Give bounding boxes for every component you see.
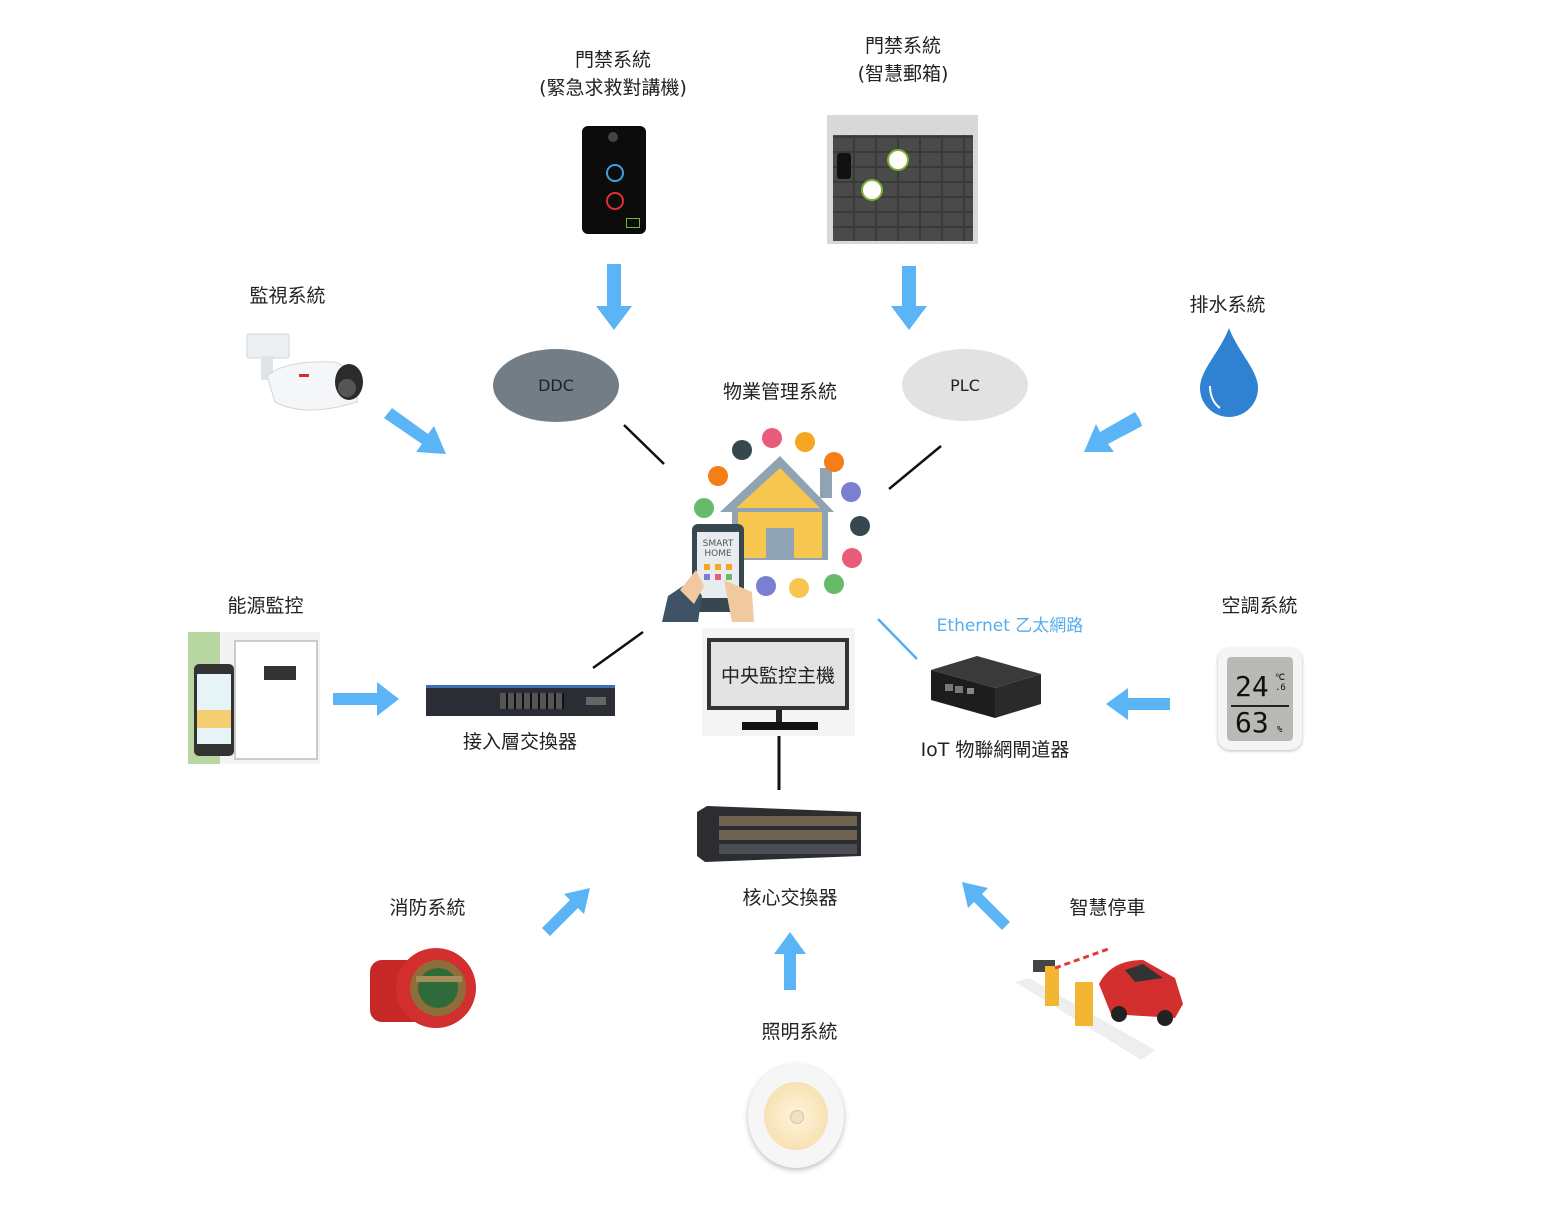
fire-label: 消防系統 (389, 897, 466, 919)
drainage-label: 排水系統 (1189, 294, 1266, 316)
smart-home-illustration: SMART HOME (662, 420, 878, 622)
ddc-controller: DDC (493, 349, 619, 422)
smart-mailbox-image (827, 115, 978, 244)
arrow-hvac (1106, 688, 1170, 720)
svg-text:HOME: HOME (704, 549, 732, 559)
energy-label: 能源監控 (227, 595, 304, 617)
core-switch-label: 核心交換器 (742, 887, 838, 909)
energy-monitor-image (188, 632, 320, 764)
parking-label: 智慧停車 (1069, 897, 1146, 919)
access-switch-image (426, 685, 615, 716)
plc-label: PLC (950, 375, 980, 395)
arrow-parking (962, 882, 1010, 930)
access-mailbox-subtitle: (智慧郵箱) (857, 63, 949, 85)
water-drop-icon (1200, 328, 1258, 417)
monitor-stand (776, 710, 782, 724)
access-intercom-label: 門禁系統 (緊急求救對講機) (520, 46, 706, 102)
arrow-energy (333, 682, 399, 716)
plc-to-pms-line (888, 445, 942, 490)
surveillance-label: 監視系統 (249, 285, 326, 307)
ddc-label: DDC (538, 376, 574, 395)
card-icon (626, 218, 640, 228)
central-monitor: 中央監控主機 (707, 638, 849, 710)
ethernet-label: Ethernet 乙太網路 (936, 616, 1084, 636)
monitor-base (742, 722, 818, 730)
temperature-decimal: .6 (1275, 683, 1286, 693)
arrow-down-intercom (596, 264, 632, 330)
humidity-unit: % (1277, 725, 1283, 735)
arrow-down-mailbox (891, 266, 927, 330)
thermometer-device: 24 ℃ .6 63 % (1218, 648, 1302, 750)
fire-detector-image (366, 946, 482, 1032)
intercom-device-image (582, 126, 646, 234)
plc-controller: PLC (902, 349, 1028, 421)
hvac-label: 空調系統 (1221, 595, 1298, 617)
monitor-label: 中央監控主機 (720, 664, 835, 687)
temperature-value: 24 (1235, 670, 1269, 703)
access-intercom-title: 門禁系統 (574, 49, 651, 71)
emergency-icon (606, 192, 624, 210)
access-intercom-subtitle: (緊急求救對講機) (539, 77, 687, 99)
iot-gateway-image (925, 654, 1043, 720)
lighting-label: 照明系統 (761, 1021, 838, 1043)
arrow-fire (542, 888, 590, 936)
arrow-drainage (1084, 412, 1142, 452)
ddc-to-pms-line (623, 424, 665, 465)
arrow-surveillance (384, 408, 446, 454)
access-mailbox-label: 門禁系統 (智慧郵箱) (830, 32, 976, 88)
access-switch-to-pms-line (592, 630, 644, 670)
access-mailbox-title: 門禁系統 (864, 35, 941, 57)
ethernet-line (877, 618, 918, 660)
light-fixture-image (748, 1064, 844, 1168)
arrow-lighting (774, 932, 806, 990)
iot-gateway-label: IoT 物聯網閘道器 (920, 739, 1070, 761)
phone-icon (606, 164, 624, 182)
humidity-value: 63 (1235, 706, 1269, 739)
core-switch-image (697, 806, 861, 862)
smart-parking-image (1015, 938, 1187, 1064)
pms-label: 物業管理系統 (722, 381, 837, 403)
access-switch-label: 接入層交換器 (462, 731, 577, 753)
svg-text:SMART: SMART (703, 539, 734, 549)
cctv-camera-image (245, 332, 365, 418)
temperature-unit: ℃ (1275, 673, 1286, 683)
